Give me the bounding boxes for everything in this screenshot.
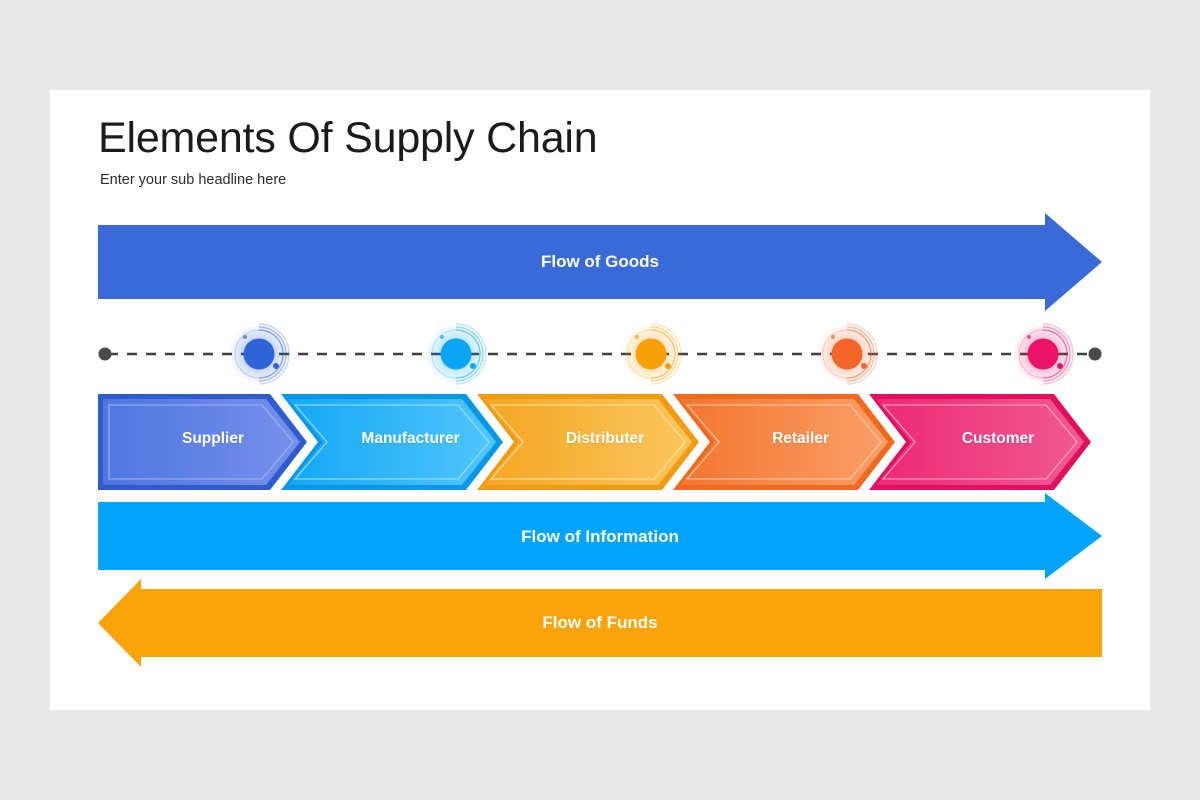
funds-arrow-shape (98, 579, 1102, 667)
page-subtitle: Enter your sub headline here (100, 172, 287, 188)
timeline-end-dot (1088, 347, 1102, 361)
page-title: Elements Of Supply Chain (98, 114, 598, 162)
stage-distributer[interactable] (477, 394, 699, 490)
manufacturer-node[interactable] (426, 323, 487, 385)
supply-chain-stages: Supplier Manufacturer Distributer Retail… (98, 394, 1102, 490)
timeline-start-dot (98, 347, 112, 361)
stage-retailer[interactable] (673, 394, 895, 490)
stage-customer[interactable] (869, 394, 1091, 490)
customer-node[interactable] (1013, 323, 1074, 385)
flow-of-funds-arrow[interactable]: Flow of Funds (98, 579, 1102, 667)
supplier-node[interactable] (229, 323, 290, 385)
information-arrow-shape (98, 493, 1102, 579)
stage-supplier[interactable] (98, 394, 307, 490)
goods-arrow-shape (98, 213, 1102, 311)
supply-chain-timeline (94, 318, 1106, 390)
flow-of-information-arrow[interactable]: Flow of Information (98, 493, 1102, 579)
stage-manufacturer[interactable] (281, 394, 503, 490)
flow-of-goods-arrow[interactable]: Flow of Goods (98, 213, 1102, 311)
slide-canvas: Elements Of Supply Chain Enter your sub … (50, 90, 1150, 710)
retailer-node[interactable] (817, 323, 878, 385)
distributer-node[interactable] (621, 323, 682, 385)
